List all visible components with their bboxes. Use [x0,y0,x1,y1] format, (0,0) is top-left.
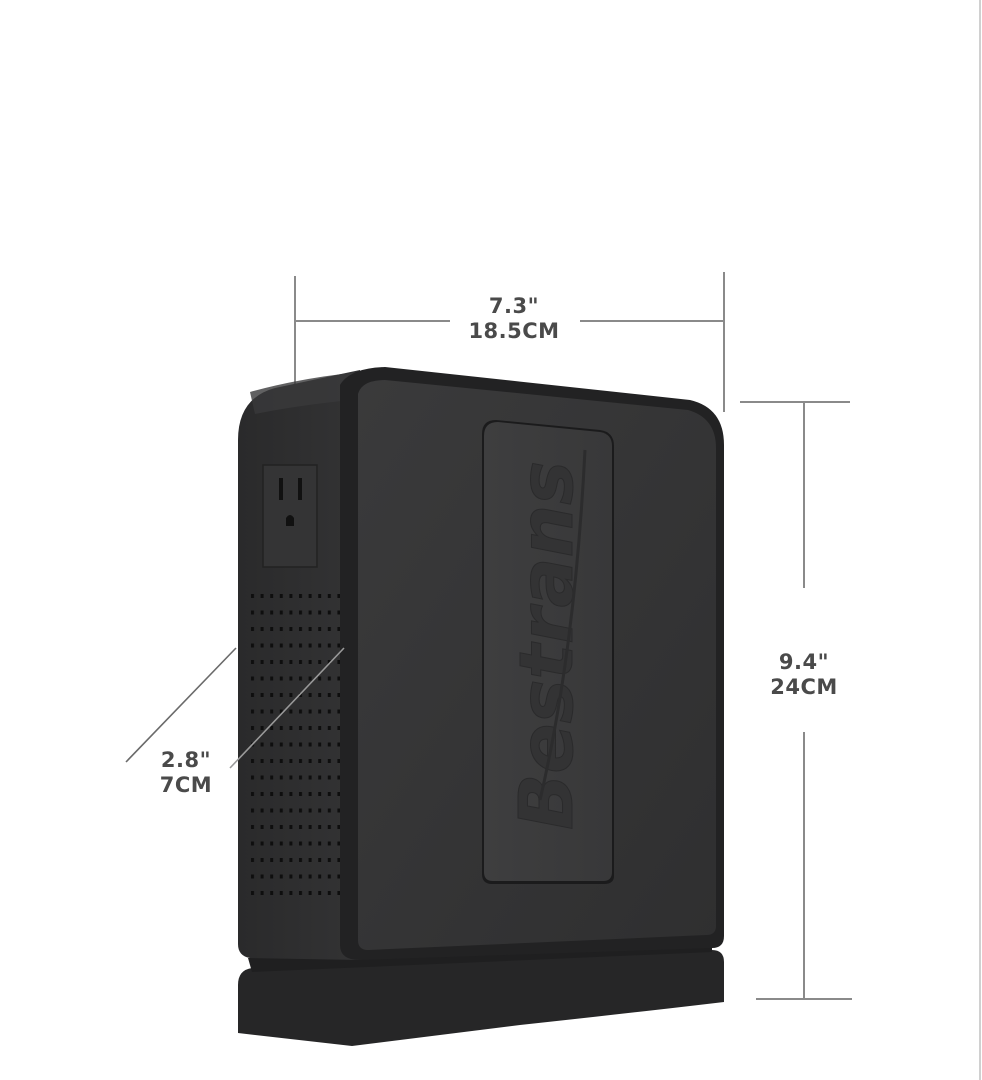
logo-panel: Bestrans [482,420,614,884]
depth-dimension-lines [125,647,345,769]
width-dimension-lines [294,272,725,412]
height-dimension-lines [740,401,852,1000]
width-imperial: 7.3" [488,294,540,318]
width-metric: 18.5CM [468,319,560,343]
vent-grid [250,592,346,902]
right-edge-divider [979,0,981,1080]
height-imperial: 9.4" [778,650,830,674]
depth-dimension-label: 2.8" 7CM [146,748,226,798]
width-dimension-label: 7.3" 18.5CM [452,294,576,344]
height-dimension-label: 9.4" 24CM [758,650,850,700]
height-metric: 24CM [770,675,838,699]
depth-metric: 7CM [159,773,213,797]
ac-outlet-icon [262,464,318,568]
depth-imperial: 2.8" [160,748,212,772]
